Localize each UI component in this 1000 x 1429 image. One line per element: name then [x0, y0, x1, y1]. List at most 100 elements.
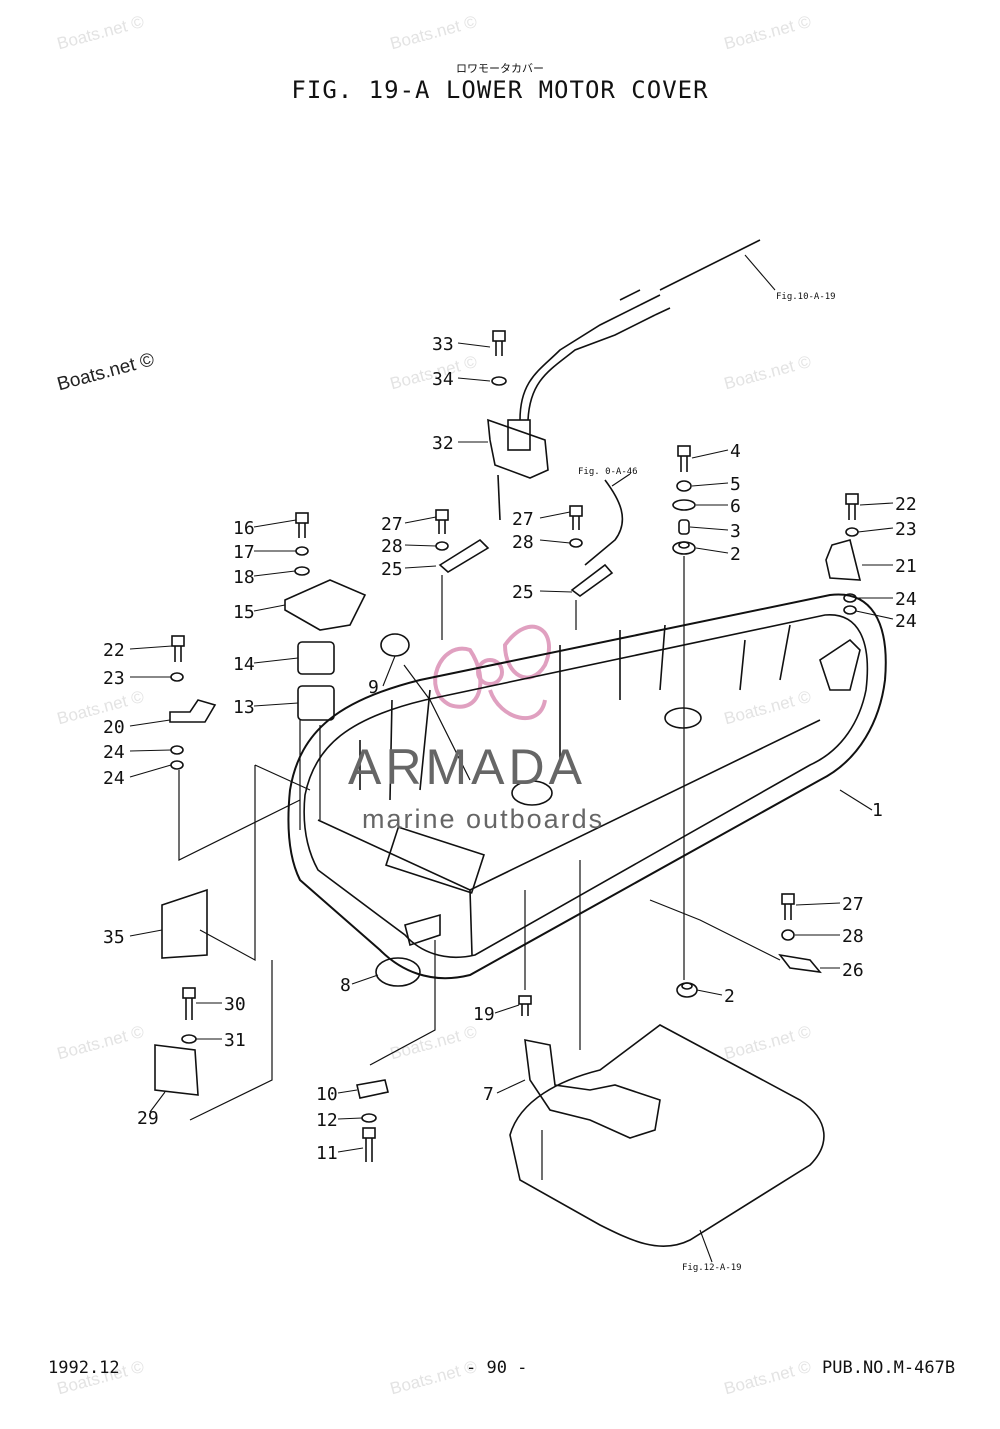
callout-30: 30 [224, 994, 246, 1015]
grommet-part-2 [672, 541, 696, 555]
callout-17: 17 [233, 542, 255, 563]
hose-line [584, 479, 624, 566]
callout-10: 10 [316, 1084, 338, 1105]
washer-part-23-left [170, 672, 184, 682]
footer-page-number: - 90 - [466, 1358, 528, 1378]
washer-part-24-right-b [843, 605, 857, 615]
bolt-part-27-a [435, 509, 449, 534]
plate-part-26 [778, 953, 822, 974]
callout-22: 22 [895, 494, 917, 515]
washer-part-28-a [435, 541, 449, 551]
callout-2: 2 [724, 986, 735, 1007]
bracket-part-29 [154, 1044, 199, 1096]
bolt-part-27-b [569, 505, 583, 530]
washer-part-17 [295, 546, 309, 556]
callout-12: 12 [316, 1110, 338, 1131]
callout-7: 7 [483, 1084, 494, 1105]
callout-27: 27 [512, 509, 534, 530]
lower-cover-part-1 [287, 593, 887, 980]
crossref-fig0: Fig. 0-A-46 [578, 467, 638, 477]
clamp-part-25-b [570, 563, 614, 597]
callout-1: 1 [872, 800, 883, 821]
label-part-35 [161, 888, 208, 959]
washer-part-24-left-b [170, 760, 184, 770]
callout-33: 33 [432, 334, 454, 355]
callout-9: 9 [368, 677, 379, 698]
callout-14: 14 [233, 654, 255, 675]
hook-part-21 [825, 539, 862, 581]
callout-25: 25 [381, 559, 403, 580]
footer-publication: PUB.NO.M-467B [822, 1358, 956, 1378]
callout-3: 3 [730, 521, 741, 542]
callout-23: 23 [895, 519, 917, 540]
holder-part-13 [297, 685, 335, 721]
nut-part-5 [676, 480, 692, 492]
callout-26: 26 [842, 960, 864, 981]
plate-part-10 [356, 1079, 389, 1099]
bracket-part-15 [284, 579, 367, 631]
bolt-part-30 [182, 987, 196, 1020]
callout-31: 31 [224, 1030, 246, 1051]
washer-part-28-b [569, 538, 583, 548]
callout-16: 16 [233, 518, 255, 539]
callout-4: 4 [730, 441, 741, 462]
callout-24: 24 [103, 768, 125, 789]
callout-23: 23 [103, 668, 125, 689]
callout-20: 20 [103, 717, 125, 738]
damper-part-14 [297, 641, 335, 675]
holder-part-7 [524, 1038, 661, 1139]
callout-24: 24 [895, 611, 917, 632]
washer-part-28-c [781, 929, 795, 941]
washer-part-12 [361, 1113, 377, 1123]
callout-13: 13 [233, 697, 255, 718]
brand-logo-icon [433, 624, 552, 720]
collar-part-3 [678, 519, 690, 535]
callout-32: 32 [432, 433, 454, 454]
washer-part-31 [181, 1034, 197, 1044]
grommet-part-9 [380, 633, 410, 657]
brand-tagline: marine outboards [362, 804, 605, 834]
callout-19: 19 [473, 1004, 495, 1025]
callout-28: 28 [842, 926, 864, 947]
callout-6: 6 [730, 496, 741, 517]
engine-base-outline [509, 1024, 825, 1247]
grommet-part-8 [375, 957, 421, 987]
figure-subtitle-jp: ロワモータカバー [456, 62, 544, 75]
crossref-fig10: Fig.10-A-19 [776, 292, 836, 302]
grommet-part-2-lower [676, 982, 698, 998]
callout-22: 22 [103, 640, 125, 661]
washer-part-6 [672, 499, 696, 511]
screw-part-19 [518, 995, 532, 1016]
callout-11: 11 [316, 1143, 338, 1164]
callout-29: 29 [137, 1108, 159, 1129]
footer-date: 1992.12 [48, 1358, 120, 1378]
hook-part-20 [169, 699, 217, 723]
callout-25: 25 [512, 582, 534, 603]
bolt-part-22-left [171, 635, 185, 662]
callout-21: 21 [895, 556, 917, 577]
callout-5: 5 [730, 474, 741, 495]
switch-part-32 [487, 239, 761, 521]
bolt-part-22-right [845, 493, 859, 520]
callout-27: 27 [381, 514, 403, 535]
clamp-part-25-a [438, 538, 490, 573]
washer-part-18 [294, 566, 310, 576]
callout-15: 15 [233, 602, 255, 623]
callout-24: 24 [895, 589, 917, 610]
washer-part-23-right [845, 527, 859, 537]
callout-28: 28 [381, 536, 403, 557]
callout-8: 8 [340, 975, 351, 996]
callout-34: 34 [432, 369, 454, 390]
bolt-part-27-c [781, 893, 795, 920]
bolt-part-4 [677, 445, 691, 472]
bolt-part-11 [362, 1127, 376, 1162]
callout-35: 35 [103, 927, 125, 948]
crossref-fig12: Fig.12-A-19 [682, 1263, 742, 1273]
callout-27: 27 [842, 894, 864, 915]
callout-28: 28 [512, 532, 534, 553]
figure-title: FIG. 19-A LOWER MOTOR COVER [291, 76, 709, 104]
washer-part-24-left-a [170, 745, 184, 755]
brand-name: ARMADA [348, 739, 586, 795]
